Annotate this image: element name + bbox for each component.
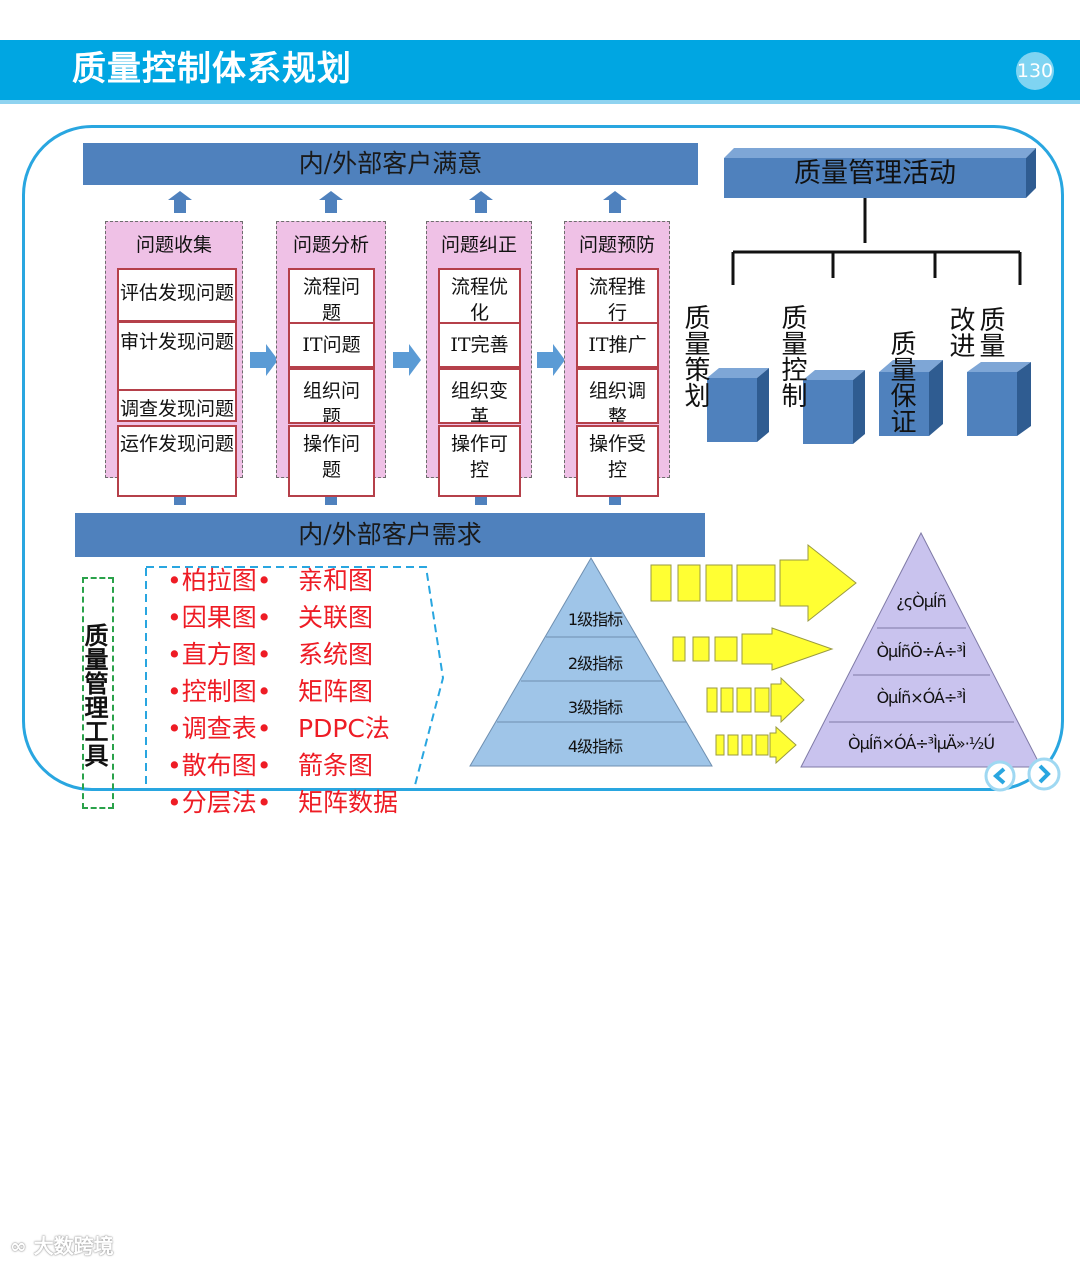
page-title: 质量控制体系规划: [72, 49, 352, 89]
cell-op-controlled: 操作受控: [576, 425, 659, 497]
pyramid-right: [800, 531, 1042, 768]
tool-item: 系统图: [298, 640, 374, 669]
next-icon[interactable]: [1027, 757, 1061, 791]
tool-item: •散布图•: [167, 751, 272, 780]
pyramid-left: [469, 557, 713, 767]
cell-process-issues: 流程问题: [288, 268, 375, 324]
tools-left-list: •柏拉图• •因果图• •直方图• •控制图• •调查表• •散布图• •分层法…: [167, 562, 297, 821]
right-arrows: [250, 344, 565, 376]
tool-item: 矩阵图: [298, 677, 374, 706]
activity-planning: 质量策划: [680, 304, 710, 408]
tools-frame: [145, 566, 445, 790]
cell-org-adjust: 组织调整: [576, 368, 659, 424]
pyramid-left-level: 3级指标: [567, 698, 623, 717]
watermark-text: 大数跨境: [33, 1234, 114, 1258]
activity-assurance: 质量保证: [886, 330, 916, 434]
main-frame: [22, 125, 1064, 791]
cell-process-rollout: 流程推行: [576, 268, 659, 324]
tools-title: 质量管理工具: [80, 577, 114, 809]
yellow-arrow-1: [650, 543, 857, 623]
activity-cubes: [707, 360, 1031, 444]
title-bar: [0, 40, 1080, 100]
pyramid-right-level: ÒμÍñÖ÷Á÷³Ì: [876, 642, 966, 661]
cell-org-issues: 组织问题: [288, 368, 375, 424]
cube-planning: [707, 368, 769, 442]
watermark: ∞ 大数跨境: [10, 1230, 114, 1259]
tool-item: •调查表•: [167, 714, 272, 743]
cell-op-controllable: 操作可控: [438, 425, 521, 497]
up-arrows-top: [168, 191, 627, 213]
tools-right-list: 亲和图 关联图 系统图 矩阵图 PDPC法 箭条图 矩阵数据: [298, 562, 428, 821]
pyramid-left-level: 2级指标: [567, 654, 623, 673]
activity-control: 质量控制: [777, 304, 807, 408]
activity-title-slab: [724, 148, 1036, 198]
cell-op-issues: 操作问题: [288, 425, 375, 497]
column-title: 问题预防: [578, 234, 655, 256]
prev-icon[interactable]: [984, 760, 1016, 792]
watermark-logo-icon: ∞: [10, 1234, 34, 1258]
yellow-arrow-4: [715, 725, 797, 765]
right-arrow-icon: [250, 344, 278, 376]
cube-improvement: [967, 362, 1031, 436]
cell-assessment-issues: 评估发现问题: [117, 268, 237, 322]
pyramid-right-level: ÒμÍñ×ÓÁ÷³ÌμÄ»·½Ú: [847, 734, 995, 753]
cell-it-improve: IT完善: [438, 322, 521, 368]
tool-item: 箭条图: [298, 751, 374, 780]
top-band: 内/外部客户满意: [83, 143, 698, 185]
pyramid-right-level: ÒμÍñ×ÓÁ÷³Ì: [876, 688, 967, 707]
pyramid-left-level: 4级指标: [567, 737, 623, 756]
tool-item: •柏拉图•: [167, 566, 272, 595]
tool-item: 亲和图: [298, 566, 374, 595]
activity-tree-lines: [731, 198, 1022, 285]
yellow-arrow-3: [706, 676, 805, 724]
column-title: 问题分析: [292, 234, 369, 256]
cube-control: [803, 370, 865, 444]
nav-controls: [984, 757, 1061, 792]
yellow-arrows: [650, 543, 857, 765]
cell-it-rollout: IT推广: [576, 322, 659, 368]
cell-org-change: 组织变革: [438, 368, 521, 424]
cell-process-optimize: 流程优化: [438, 268, 521, 324]
bottom-band: 内/外部客户需求: [75, 513, 705, 557]
connector-layer: [145, 148, 1061, 792]
tool-item: •因果图•: [167, 603, 272, 632]
pyramid-right-level: ¿ςÒμÍñ: [896, 592, 947, 611]
tool-item: 矩阵数据: [298, 788, 399, 817]
up-arrow-icon: [603, 191, 627, 213]
tool-item: 关联图: [298, 603, 374, 632]
tool-item: •控制图•: [167, 677, 272, 706]
right-arrow-icon: [393, 344, 421, 376]
activity-title: 质量管理活动: [794, 158, 956, 189]
pyramid-left-level: 1级指标: [567, 610, 623, 629]
title-bar-underline: [0, 100, 1080, 104]
column-title: 问题收集: [135, 234, 212, 256]
column-title: 问题纠正: [440, 234, 517, 256]
cell-it-issues: IT问题: [288, 322, 375, 368]
cube-assurance: [879, 360, 943, 436]
up-arrow-icon: [319, 191, 343, 213]
page-number: 130: [1016, 52, 1054, 90]
up-arrow-icon: [469, 191, 493, 213]
tool-item: •直方图•: [167, 640, 272, 669]
up-arrow-icon: [168, 191, 192, 213]
tool-item: •分层法•: [167, 788, 272, 817]
cell-audit-issues: 审计发现问题: [117, 321, 237, 391]
right-arrow-icon: [537, 344, 565, 376]
tool-item: PDPC法: [298, 714, 390, 743]
activity-improvement: 质量改进: [945, 306, 1005, 358]
cell-operation-issues: 运作发现问题: [117, 425, 237, 497]
yellow-arrow-2: [672, 627, 834, 671]
